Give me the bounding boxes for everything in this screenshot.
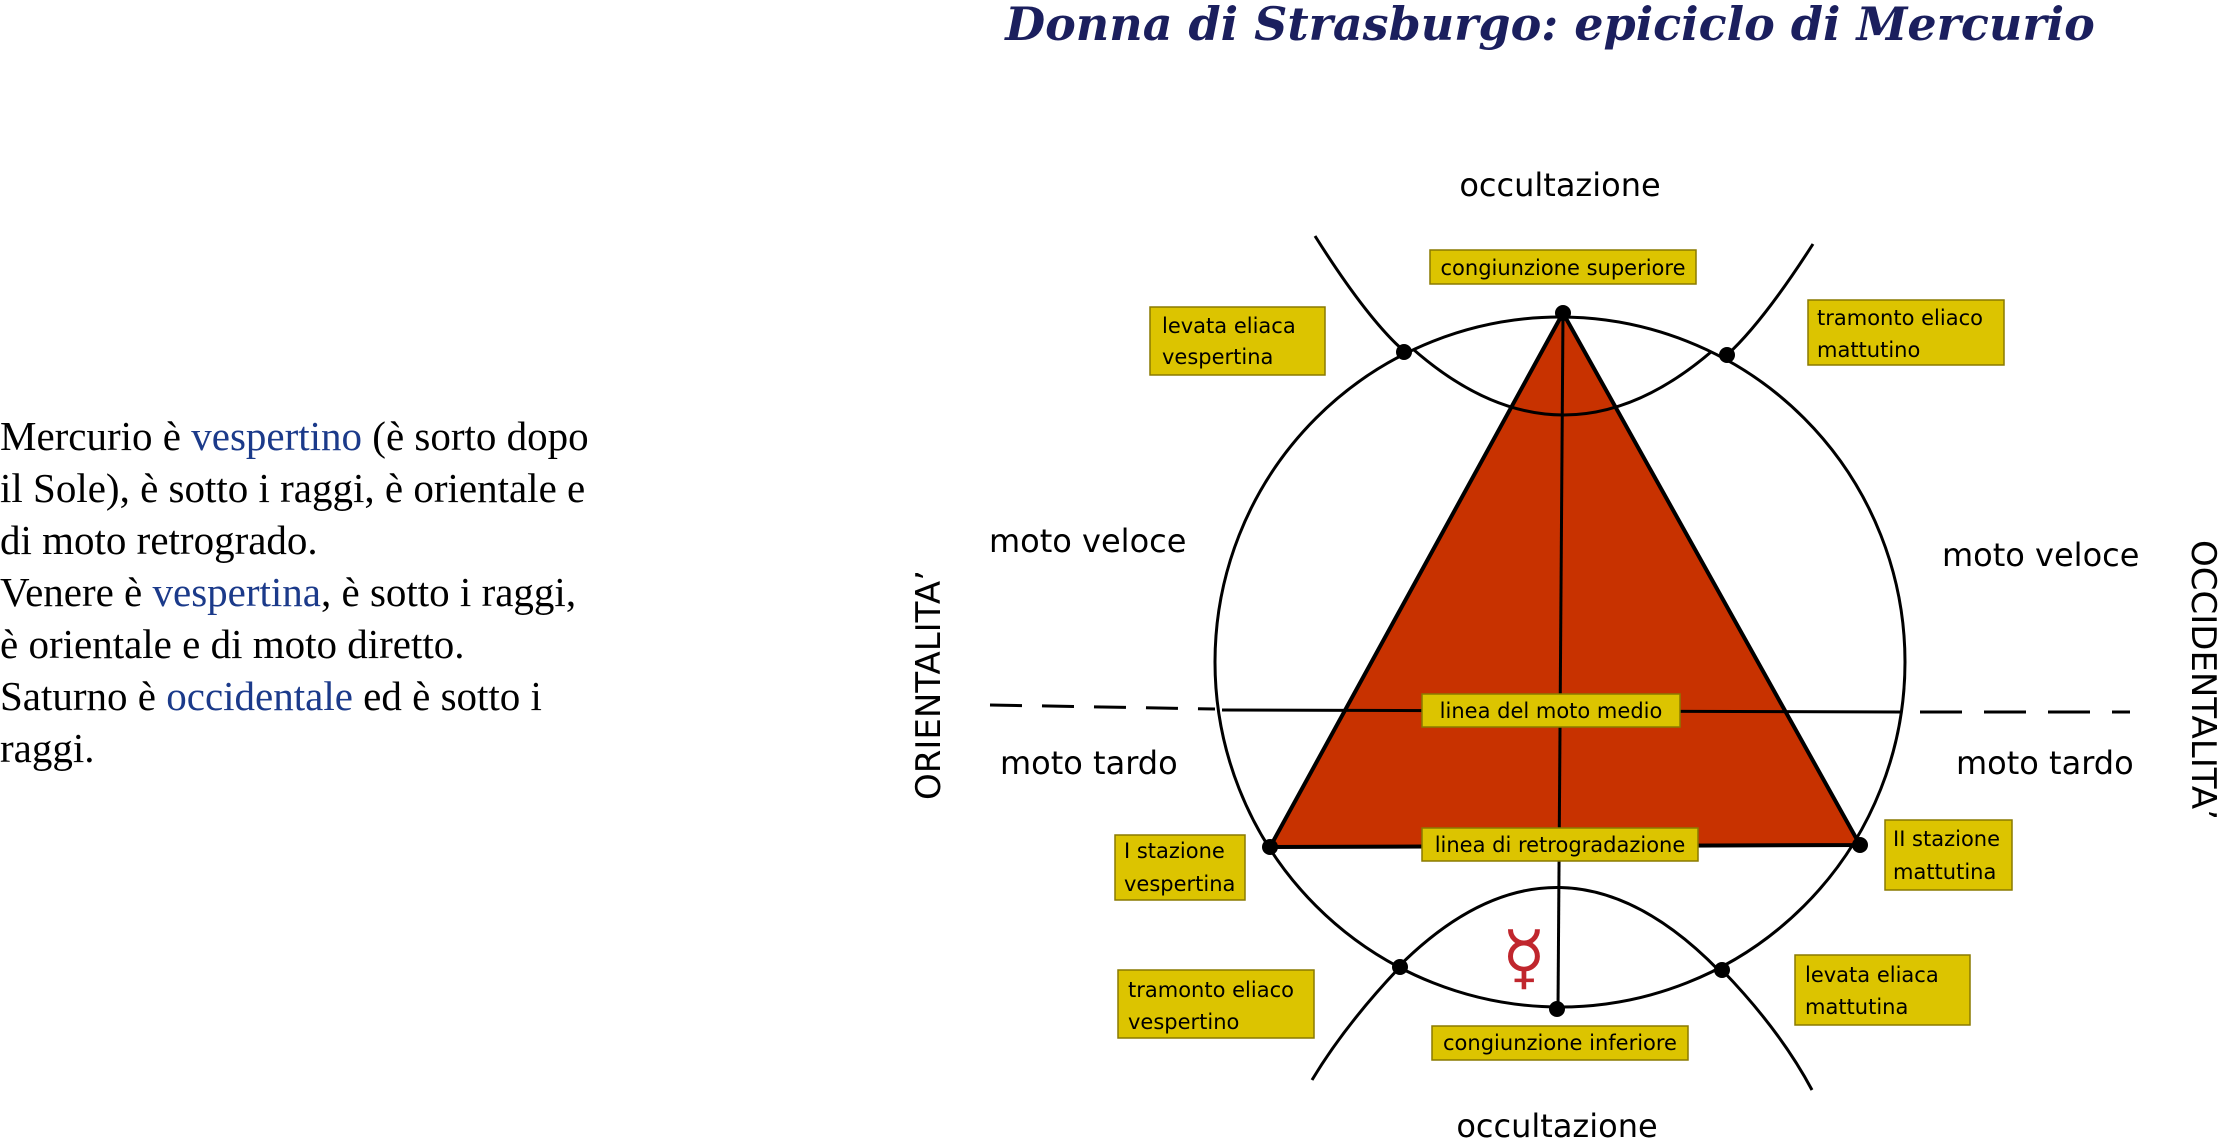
box-I-stazione-vespertina: I stazione vespertina bbox=[1114, 834, 1246, 901]
svg-text:tramonto eliaco: tramonto eliaco bbox=[1128, 978, 1294, 1002]
paragraph-text: ed è sotto i bbox=[352, 673, 542, 719]
paragraph-text: Saturno è bbox=[0, 673, 167, 719]
svg-text:mattutino: mattutino bbox=[1817, 338, 1920, 362]
label-occidentalita: OCCIDENTALITA’ bbox=[2183, 540, 2223, 820]
paragraph-text: il Sole), è sotto i raggi, è orientale e bbox=[0, 465, 586, 511]
vertical-axis bbox=[1556, 312, 1565, 1010]
svg-text:linea del moto medio: linea del moto medio bbox=[1440, 699, 1663, 723]
box-levata-eliaca-mattutina: levata eliaca mattutina bbox=[1794, 954, 1971, 1026]
paragraph-text: , è sotto i raggi, bbox=[321, 569, 577, 615]
mean-motion-dash-left bbox=[989, 703, 1216, 711]
paragraph-text: Venere è bbox=[0, 569, 153, 615]
paragraph-line: è orientale e di moto diretto. bbox=[0, 618, 760, 670]
point-congiunzione-inferiore bbox=[1549, 1001, 1565, 1017]
paragraph-line: Mercurio è vespertino (è sorto dopo bbox=[0, 410, 760, 462]
paragraph-text: Mercurio è bbox=[0, 413, 192, 459]
point-levata-mattutina bbox=[1714, 962, 1730, 978]
point-II-stazione bbox=[1852, 837, 1868, 853]
svg-text:vespertina: vespertina bbox=[1124, 872, 1235, 896]
box-linea-retrogradazione: linea di retrogradazione bbox=[1421, 827, 1699, 862]
upper-left-arc bbox=[1313, 235, 1406, 354]
paragraph-line: di moto retrogrado. bbox=[0, 514, 760, 566]
retrograde-triangle bbox=[1266, 308, 1864, 850]
paragraph-line: il Sole), è sotto i raggi, è orientale e bbox=[0, 462, 760, 514]
paragraph-line: Venere è vespertina, è sotto i raggi, bbox=[0, 566, 760, 618]
point-tramonto-mattutino bbox=[1719, 347, 1735, 363]
box-tramonto-eliaco-vespertino: tramonto eliaco vespertino bbox=[1117, 969, 1315, 1039]
paragraph-text: (è sorto dopo bbox=[362, 413, 589, 459]
svg-text:vespertino: vespertino bbox=[1128, 1010, 1239, 1034]
svg-text:congiunzione inferiore: congiunzione inferiore bbox=[1443, 1031, 1677, 1055]
box-tramonto-eliaco-mattutino: tramonto eliaco mattutino bbox=[1807, 299, 2005, 366]
point-congiunzione-superiore bbox=[1555, 305, 1571, 321]
point-I-stazione bbox=[1262, 839, 1278, 855]
svg-text:levata eliaca: levata eliaca bbox=[1805, 963, 1939, 987]
label-moto-veloce-left: moto veloce bbox=[989, 522, 1186, 560]
svg-text:II stazione: II stazione bbox=[1893, 827, 2000, 851]
page-title: Donna di Strasburgo: epiciclo di Mercuri… bbox=[1005, 0, 2095, 51]
paragraph-text: raggi. bbox=[0, 725, 95, 771]
svg-text:tramonto eliaco: tramonto eliaco bbox=[1817, 306, 1983, 330]
box-II-stazione-mattutina: II stazione mattutina bbox=[1884, 819, 2013, 891]
svg-text:vespertina: vespertina bbox=[1162, 345, 1273, 369]
label-moto-tardo-left: moto tardo bbox=[1000, 744, 1178, 782]
highlighted-term: vespertino bbox=[191, 413, 363, 459]
box-congiunzione-superiore: congiunzione superiore bbox=[1429, 249, 1697, 285]
lower-left-arc bbox=[1310, 965, 1402, 1081]
lower-right-arc bbox=[1720, 968, 1814, 1091]
svg-text:mattutina: mattutina bbox=[1805, 995, 1908, 1019]
svg-text:linea di retrogradazione: linea di retrogradazione bbox=[1435, 833, 1686, 857]
label-occultazione-top: occultazione bbox=[1459, 166, 1660, 204]
label-orientalita: ORIENTALITA’ bbox=[909, 570, 949, 800]
label-occultazione-bottom: occultazione bbox=[1456, 1107, 1657, 1138]
svg-text:I stazione: I stazione bbox=[1124, 839, 1225, 863]
label-moto-veloce-right: moto veloce bbox=[1942, 536, 2139, 574]
paragraph-line: Saturno è occidentale ed è sotto i bbox=[0, 670, 760, 722]
box-levata-eliaca-vespertina: levata eliaca vespertina bbox=[1149, 306, 1326, 376]
paragraph-text: è orientale e di moto diretto. bbox=[0, 621, 465, 667]
highlighted-term: vespertina bbox=[152, 569, 321, 615]
mercury-symbol: ☿ bbox=[1502, 915, 1546, 999]
label-moto-tardo-right: moto tardo bbox=[1956, 744, 2134, 782]
svg-text:mattutina: mattutina bbox=[1893, 860, 1996, 884]
box-congiunzione-inferiore: congiunzione inferiore bbox=[1431, 1025, 1689, 1061]
point-levata-vespertina bbox=[1396, 344, 1412, 360]
paragraph-text: di moto retrogrado. bbox=[0, 517, 318, 563]
svg-text:congiunzione superiore: congiunzione superiore bbox=[1440, 256, 1685, 280]
highlighted-term: occidentale bbox=[166, 673, 353, 719]
svg-text:levata eliaca: levata eliaca bbox=[1162, 314, 1296, 338]
paragraph-line: raggi. bbox=[0, 722, 760, 774]
box-linea-moto-medio: linea del moto medio bbox=[1421, 693, 1681, 728]
upper-right-arc bbox=[1725, 243, 1815, 357]
point-tramonto-vespertino bbox=[1392, 959, 1408, 975]
